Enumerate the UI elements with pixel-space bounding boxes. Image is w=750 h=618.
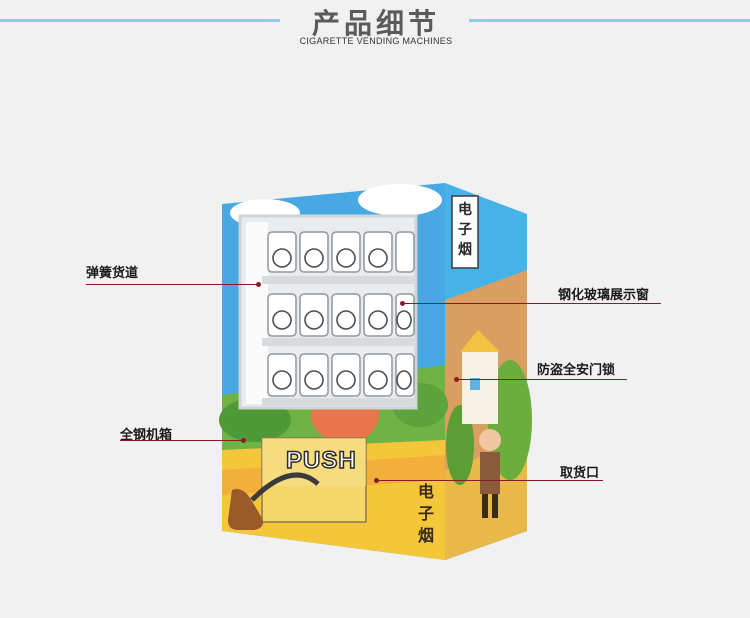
callout-dot-spring-channel bbox=[256, 282, 261, 287]
push-label: PUSH bbox=[285, 446, 357, 475]
callout-line-pickup-port bbox=[377, 480, 603, 481]
side-brand-bottom: 电子烟 bbox=[417, 482, 434, 545]
page-title: 产品细节 bbox=[311, 7, 440, 40]
callout-line-steel-cabinet bbox=[120, 440, 244, 441]
callout-dot-tempered-glass bbox=[400, 301, 405, 306]
callout-spring-channel: 弹簧货道 bbox=[86, 266, 139, 281]
callout-antitheft-lock: 防盗全安门锁 bbox=[537, 363, 616, 378]
callout-dot-antitheft-lock bbox=[454, 377, 459, 382]
page-subtitle: CIGARETTE VENDING MACHINES bbox=[299, 36, 453, 46]
callout-tempered-glass: 钢化玻璃展示窗 bbox=[558, 288, 650, 303]
callout-dot-steel-cabinet bbox=[241, 438, 246, 443]
side-brand-top: 电子烟 bbox=[458, 202, 472, 258]
header-divider-right bbox=[469, 19, 750, 22]
header: 产品细节 CIGARETTE VENDING MACHINES bbox=[0, 0, 750, 60]
callout-line-spring-channel bbox=[86, 284, 259, 285]
callout-steel-cabinet: 全钢机箱 bbox=[120, 428, 173, 443]
callout-line-tempered-glass bbox=[403, 303, 661, 304]
callout-line-antitheft-lock bbox=[457, 379, 627, 380]
callout-dot-pickup-port bbox=[374, 478, 379, 483]
callout-pickup-port: 取货口 bbox=[560, 466, 600, 481]
header-divider-left bbox=[0, 19, 280, 22]
